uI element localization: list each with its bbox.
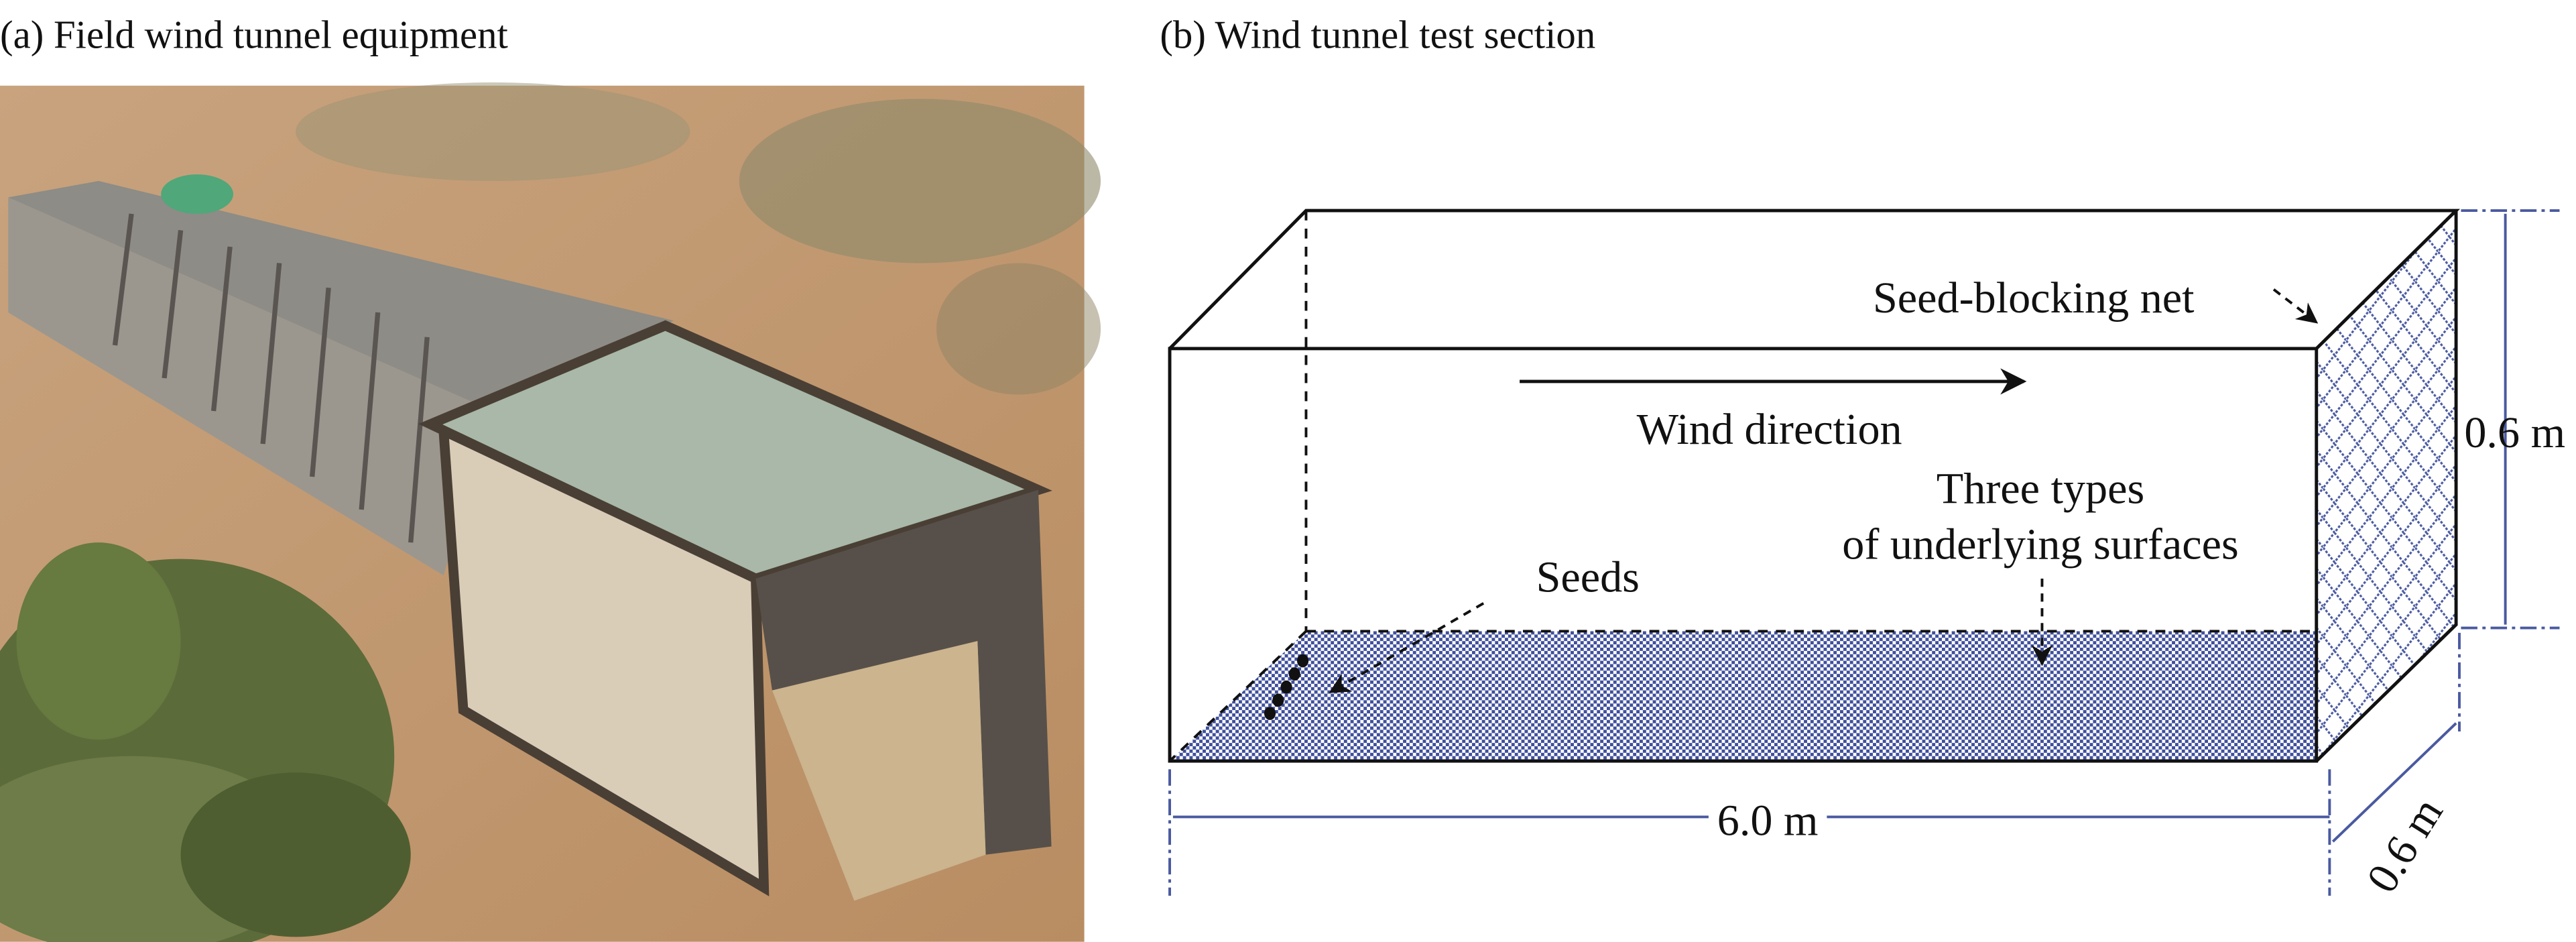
- surfaces-label-line1: Three types: [1937, 464, 2144, 513]
- length-dimension-label: 6.0 m: [1717, 796, 1819, 845]
- box-edges: [1168, 209, 2461, 763]
- seeds-label: Seeds: [1536, 553, 1640, 602]
- net-label: Seed-blocking net: [1873, 274, 2195, 322]
- hidden-edges: [1168, 211, 2317, 762]
- panel-b-title: (b) Wind tunnel test section: [1160, 13, 1595, 56]
- height-dimension-label: 0.6 m: [2464, 408, 2565, 457]
- test-section-diagram: Wind direction Seed-blocking net Three t…: [1168, 209, 2565, 901]
- width-dimension-label: 0.6 m: [2357, 790, 2453, 901]
- surfaces-label-line2: of underlying surfaces: [1842, 520, 2239, 569]
- underlying-surface-floor: [1170, 631, 2317, 762]
- seed-blocking-net: [2316, 211, 2457, 762]
- net-pointer-arrow: [2272, 288, 2319, 324]
- wind-direction-label: Wind direction: [1637, 405, 1902, 454]
- dimension-lines: [1168, 209, 2560, 896]
- wind-tunnel-photo: [0, 82, 1101, 942]
- panel-a-title: (a) Field wind tunnel equipment: [0, 13, 508, 56]
- seed-row: [1264, 654, 1309, 720]
